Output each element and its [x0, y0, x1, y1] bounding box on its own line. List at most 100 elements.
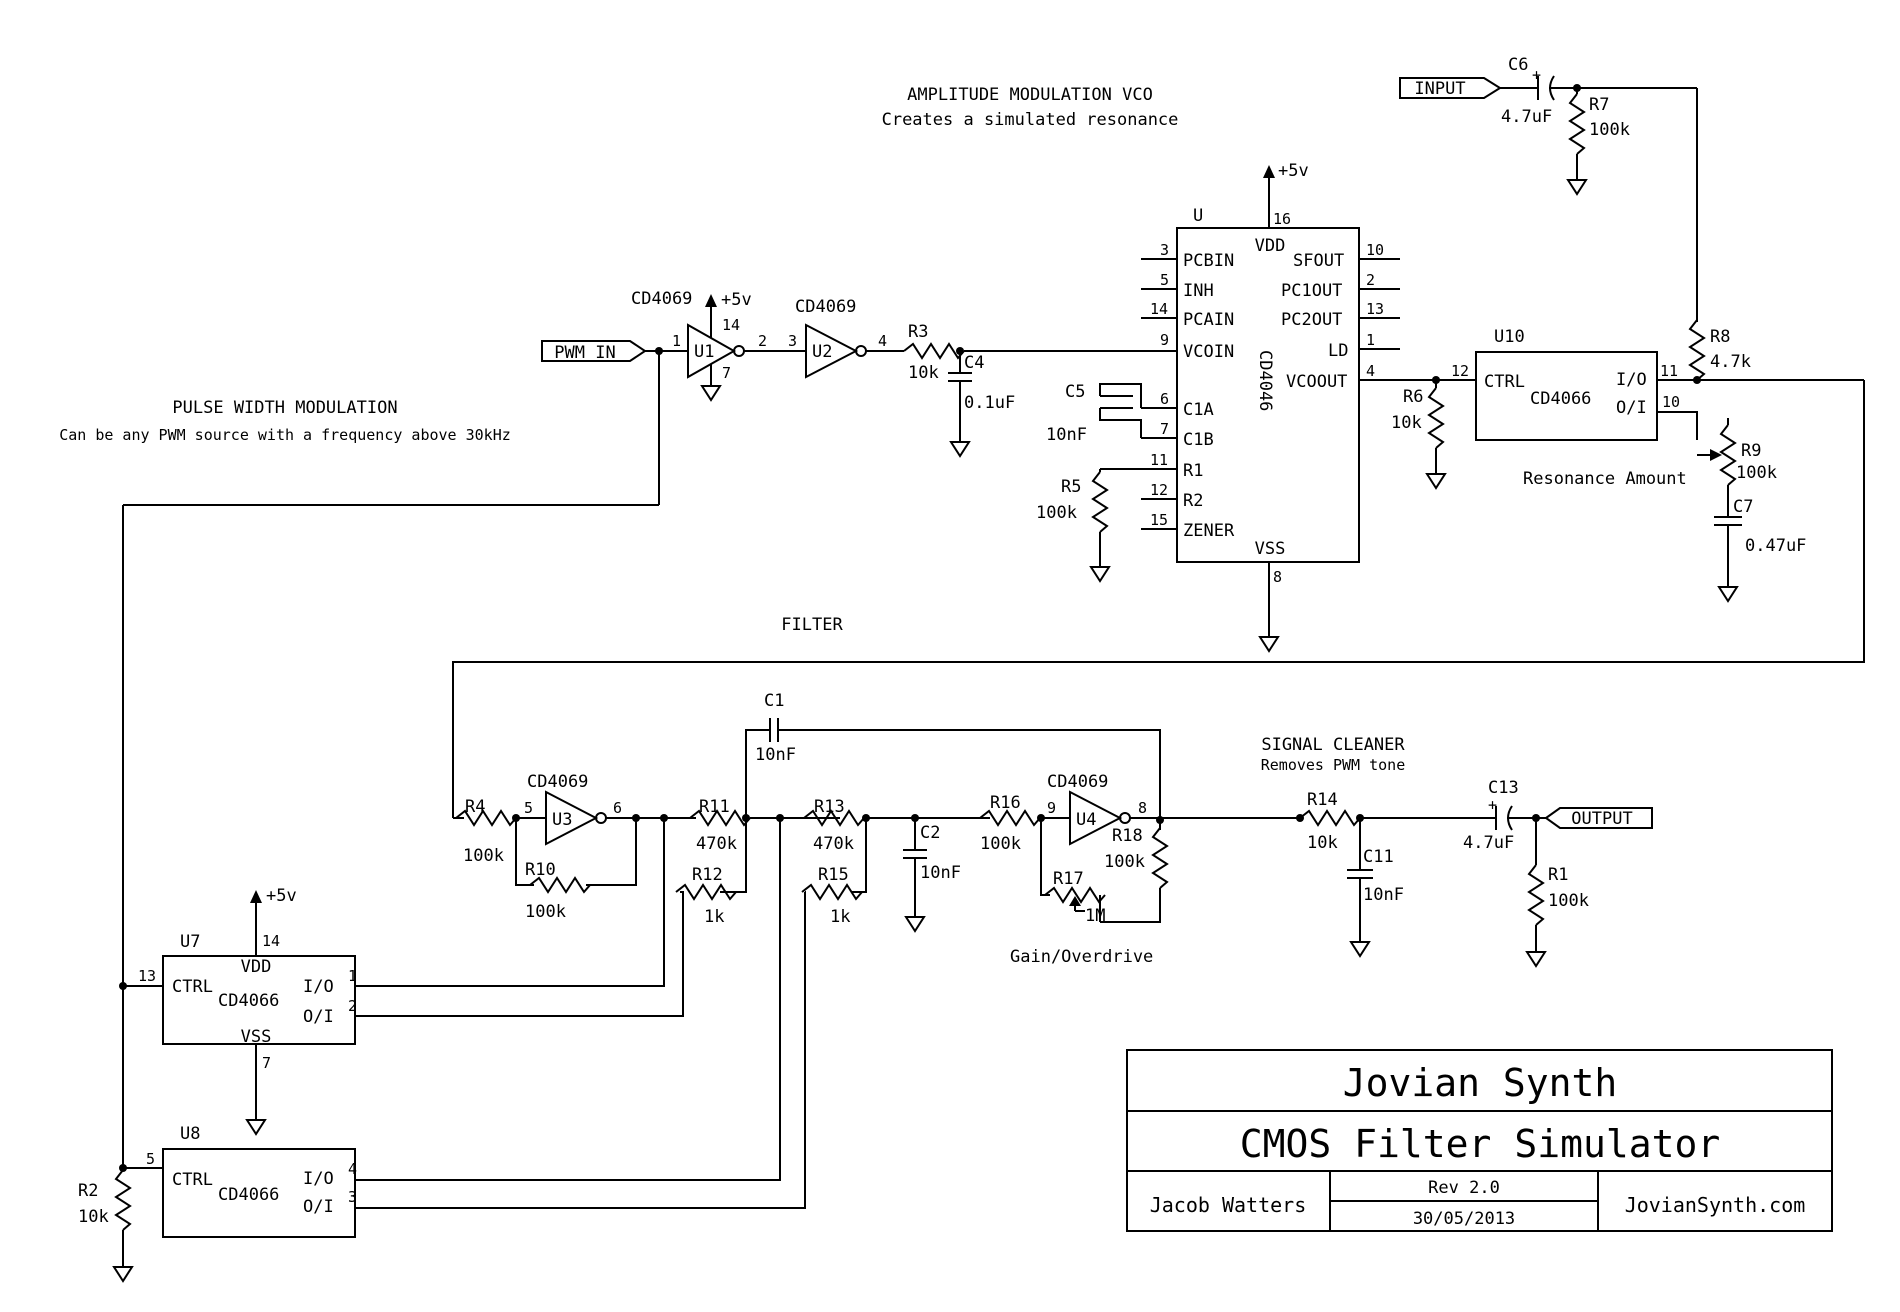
- svg-text:R1: R1: [1183, 461, 1203, 481]
- gain-overdrive-label: Gain/Overdrive: [1010, 947, 1153, 967]
- svg-text:I/O: I/O: [303, 1169, 334, 1189]
- switch-u7-body: [162, 955, 356, 1045]
- svg-text:10nF: 10nF: [1363, 885, 1404, 905]
- svg-text:2: 2: [758, 332, 767, 350]
- svg-text:R9: R9: [1741, 441, 1761, 461]
- svg-text:VCOIN: VCOIN: [1183, 342, 1234, 362]
- svg-text:R1: R1: [1548, 865, 1568, 885]
- svg-text:2: 2: [1366, 271, 1375, 289]
- svg-text:+5v: +5v: [266, 886, 297, 906]
- svg-text:10nF: 10nF: [1046, 425, 1087, 445]
- svg-text:R15: R15: [818, 865, 849, 885]
- svg-text:U10: U10: [1494, 327, 1525, 347]
- svg-text:100k: 100k: [1036, 503, 1077, 523]
- inverter-u3: [545, 790, 599, 846]
- svg-text:VDD: VDD: [241, 957, 272, 977]
- drawing-date: 30/05/2013: [1413, 1209, 1515, 1229]
- svg-text:7: 7: [1160, 420, 1169, 438]
- svg-text:1k: 1k: [830, 907, 850, 927]
- pwm-in-port: [541, 340, 647, 362]
- svg-text:C1: C1: [764, 691, 784, 711]
- svg-text:10nF: 10nF: [920, 863, 961, 883]
- svg-text:10k: 10k: [1391, 413, 1422, 433]
- svg-text:R17: R17: [1053, 869, 1084, 889]
- svg-text:4.7k: 4.7k: [1710, 352, 1751, 372]
- svg-text:U8: U8: [180, 1124, 200, 1144]
- svg-text:LD: LD: [1328, 341, 1348, 361]
- pwm-input-section: PWM IN 1 U1 CD4069 +5v 14 7 2 3 U2 CD406…: [122, 289, 1177, 1168]
- svg-text:U4: U4: [1076, 810, 1096, 830]
- output-label: OUTPUT: [1571, 809, 1632, 829]
- svg-text:1M: 1M: [1085, 906, 1105, 926]
- svg-text:R14: R14: [1307, 790, 1338, 810]
- svg-text:+: +: [1488, 796, 1497, 814]
- svg-text:6: 6: [1160, 390, 1169, 408]
- svg-text:100k: 100k: [1104, 852, 1145, 872]
- vco-section: U CD4046 +5v 16 VDD 8 VSS 3 PCBIN 5 INH …: [1036, 161, 1476, 652]
- svg-text:R2: R2: [78, 1181, 98, 1201]
- svg-text:9: 9: [1160, 331, 1169, 349]
- svg-text:10: 10: [1662, 393, 1680, 411]
- svg-text:1k: 1k: [704, 907, 724, 927]
- svg-text:PCAIN: PCAIN: [1183, 310, 1234, 330]
- svg-text:SFOUT: SFOUT: [1293, 251, 1344, 271]
- svg-text:R3: R3: [908, 322, 928, 342]
- cleaner-heading: SIGNAL CLEANER: [1261, 735, 1405, 755]
- svg-text:5: 5: [524, 799, 533, 817]
- author-name: Jacob Watters: [1150, 1193, 1307, 1217]
- svg-text:470k: 470k: [696, 834, 737, 854]
- svg-text:12: 12: [1150, 481, 1168, 499]
- svg-text:4: 4: [878, 332, 887, 350]
- svg-text:470k: 470k: [813, 834, 854, 854]
- pwm-subheading: Can be any PWM source with a frequency a…: [59, 426, 511, 444]
- svg-text:PC1OUT: PC1OUT: [1281, 281, 1342, 301]
- svg-text:8: 8: [1138, 799, 1147, 817]
- revision-label: Rev 2.0: [1428, 1178, 1500, 1198]
- svg-text:R16: R16: [990, 793, 1021, 813]
- output-section: R14 10k C11 10nF + C13 4.7uF OUTPUT R1 1…: [1296, 778, 1653, 967]
- svg-text:4.7uF: 4.7uF: [1463, 833, 1514, 853]
- svg-text:O/I: O/I: [303, 1007, 334, 1027]
- svg-text:PC2OUT: PC2OUT: [1281, 310, 1342, 330]
- svg-text:CD4066: CD4066: [1530, 389, 1591, 409]
- svg-text:100k: 100k: [525, 902, 566, 922]
- svg-text:C7: C7: [1733, 497, 1753, 517]
- output-port: [1544, 807, 1653, 829]
- svg-text:C5: C5: [1065, 382, 1085, 402]
- section-headings: AMPLITUDE MODULATION VCO Creates a simul…: [59, 85, 1405, 774]
- svg-text:VCOOUT: VCOOUT: [1286, 372, 1347, 392]
- svg-text:O/I: O/I: [303, 1197, 334, 1217]
- project-name: Jovian Synth: [1343, 1061, 1618, 1105]
- svg-text:3: 3: [1160, 241, 1169, 259]
- svg-text:4.7uF: 4.7uF: [1501, 107, 1552, 127]
- svg-text:+: +: [1532, 66, 1541, 84]
- svg-text:100k: 100k: [1589, 120, 1630, 140]
- resonance-section: U10 CTRL CD4066 I/O O/I 12 11 10 INPUT +…: [452, 55, 1865, 818]
- svg-text:11: 11: [1660, 362, 1678, 380]
- svg-text:U1: U1: [694, 342, 714, 362]
- svg-text:+5v: +5v: [1278, 161, 1309, 181]
- svg-text:2: 2: [348, 997, 357, 1015]
- switch-u8-body: [162, 1148, 356, 1238]
- svg-text:1: 1: [348, 967, 357, 985]
- svg-text:R10: R10: [525, 860, 556, 880]
- svg-text:3: 3: [348, 1188, 357, 1206]
- svg-text:11: 11: [1150, 451, 1168, 469]
- svg-text:CD4069: CD4069: [527, 772, 588, 792]
- vco-heading: AMPLITUDE MODULATION VCO: [907, 85, 1153, 105]
- svg-text:I/O: I/O: [303, 977, 334, 997]
- input-port: [1399, 77, 1502, 99]
- svg-text:O/I: O/I: [1616, 398, 1647, 418]
- svg-text:U3: U3: [552, 810, 572, 830]
- switch-u10-body: [1475, 351, 1658, 441]
- input-label: INPUT: [1414, 79, 1465, 99]
- switch-section: U7 CTRL CD4066 I/O O/I VDD VSS +5v 14 7 …: [78, 886, 357, 1282]
- filter-heading: FILTER: [781, 615, 843, 635]
- inverter-u4: [1069, 790, 1123, 846]
- svg-text:1: 1: [1366, 331, 1375, 349]
- svg-text:100k: 100k: [1736, 463, 1777, 483]
- svg-text:C1B: C1B: [1183, 430, 1214, 450]
- svg-text:100k: 100k: [980, 834, 1021, 854]
- svg-text:R5: R5: [1061, 477, 1081, 497]
